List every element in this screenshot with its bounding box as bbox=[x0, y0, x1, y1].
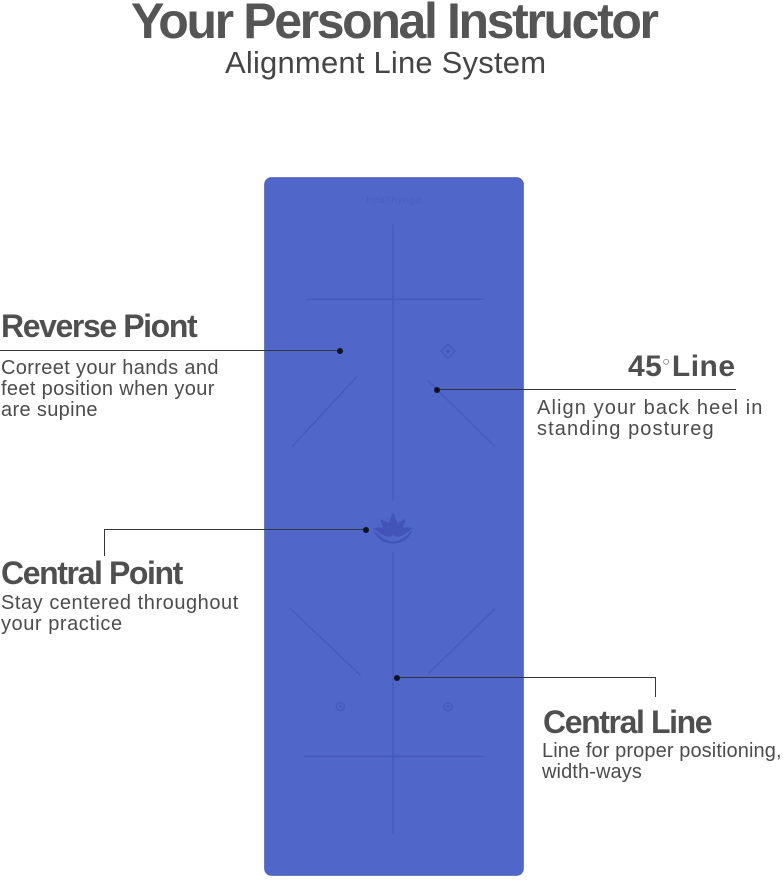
svg-text:healthyoga: healthyoga bbox=[366, 194, 421, 206]
